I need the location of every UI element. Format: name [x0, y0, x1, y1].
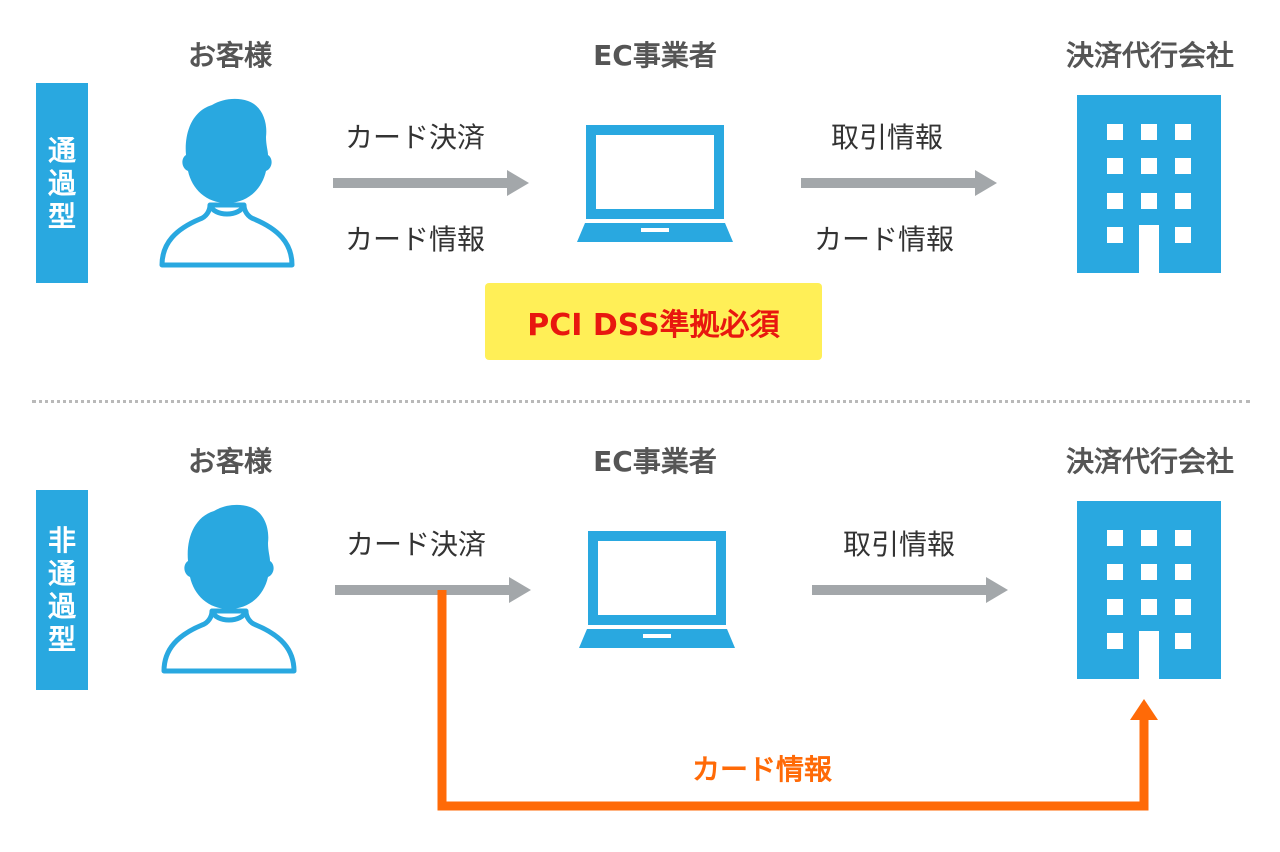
bottom-badge-char: 型: [47, 623, 76, 656]
top-merchant-heading: EC事業者: [593, 39, 717, 72]
bottom-type-badge: 非 通 過 型: [36, 490, 88, 690]
bottom-merchant-heading: EC事業者: [593, 445, 717, 478]
top-badge-char: 型: [47, 199, 76, 233]
pci-dss-notice: PCI DSS準拠必須: [485, 283, 822, 360]
top-arrow1-label-bottom: カード情報: [345, 223, 486, 256]
bottom-processor-heading: 決済代行会社: [1065, 445, 1234, 478]
top-badge-char: 過: [47, 166, 76, 200]
bottom-arrow-customer-to-merchant: [335, 577, 531, 603]
section-divider: [32, 400, 1250, 403]
person-icon: [159, 98, 295, 268]
bottom-badge-char: 通: [47, 557, 76, 590]
direct-card-info-label: カード情報: [692, 753, 833, 786]
bottom-arrow-merchant-to-processor: [812, 577, 1008, 603]
top-badge-char: 通: [47, 133, 76, 167]
bottom-arrow2-label-top: 取引情報: [843, 528, 956, 561]
building-icon: [1077, 95, 1221, 273]
building-icon: [1077, 501, 1221, 679]
top-type-badge: 通 過 型: [36, 83, 88, 283]
bottom-arrow1-label-top: カード決済: [346, 528, 487, 561]
top-arrow-merchant-to-processor: [801, 170, 997, 196]
bottom-badge-char: 過: [47, 590, 76, 623]
top-arrow-customer-to-merchant: [333, 170, 529, 196]
bottom-badge-char: 非: [47, 524, 76, 557]
bottom-customer-heading: お客様: [187, 445, 272, 478]
top-arrow1-label-top: カード決済: [345, 121, 486, 154]
top-customer-heading: お客様: [187, 39, 272, 72]
top-processor-heading: 決済代行会社: [1065, 39, 1234, 72]
direct-card-info-arrow: [437, 590, 1158, 811]
person-icon: [161, 504, 297, 674]
top-arrow2-label-bottom: カード情報: [814, 223, 955, 256]
laptop-icon: [579, 531, 735, 648]
top-arrow2-label-top: 取引情報: [831, 121, 944, 154]
laptop-icon: [577, 125, 733, 242]
